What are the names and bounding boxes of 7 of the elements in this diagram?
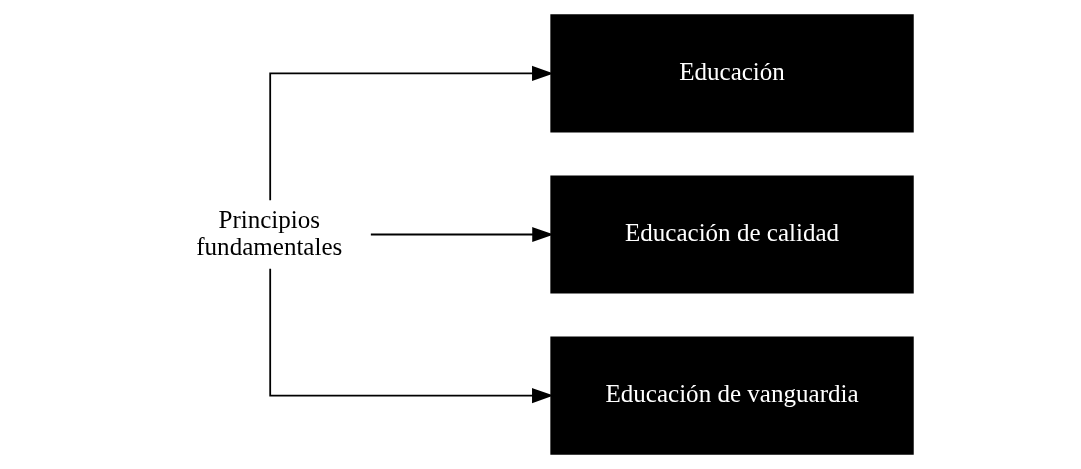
node-box: Educación de vanguardia [550,336,914,455]
arrow [269,267,554,404]
arrow [369,226,554,243]
arrow [269,65,554,202]
node-text: Principios fundamentales [196,205,343,260]
node-box: Educación de calidad [550,175,914,294]
node-box: Educación [550,14,914,133]
